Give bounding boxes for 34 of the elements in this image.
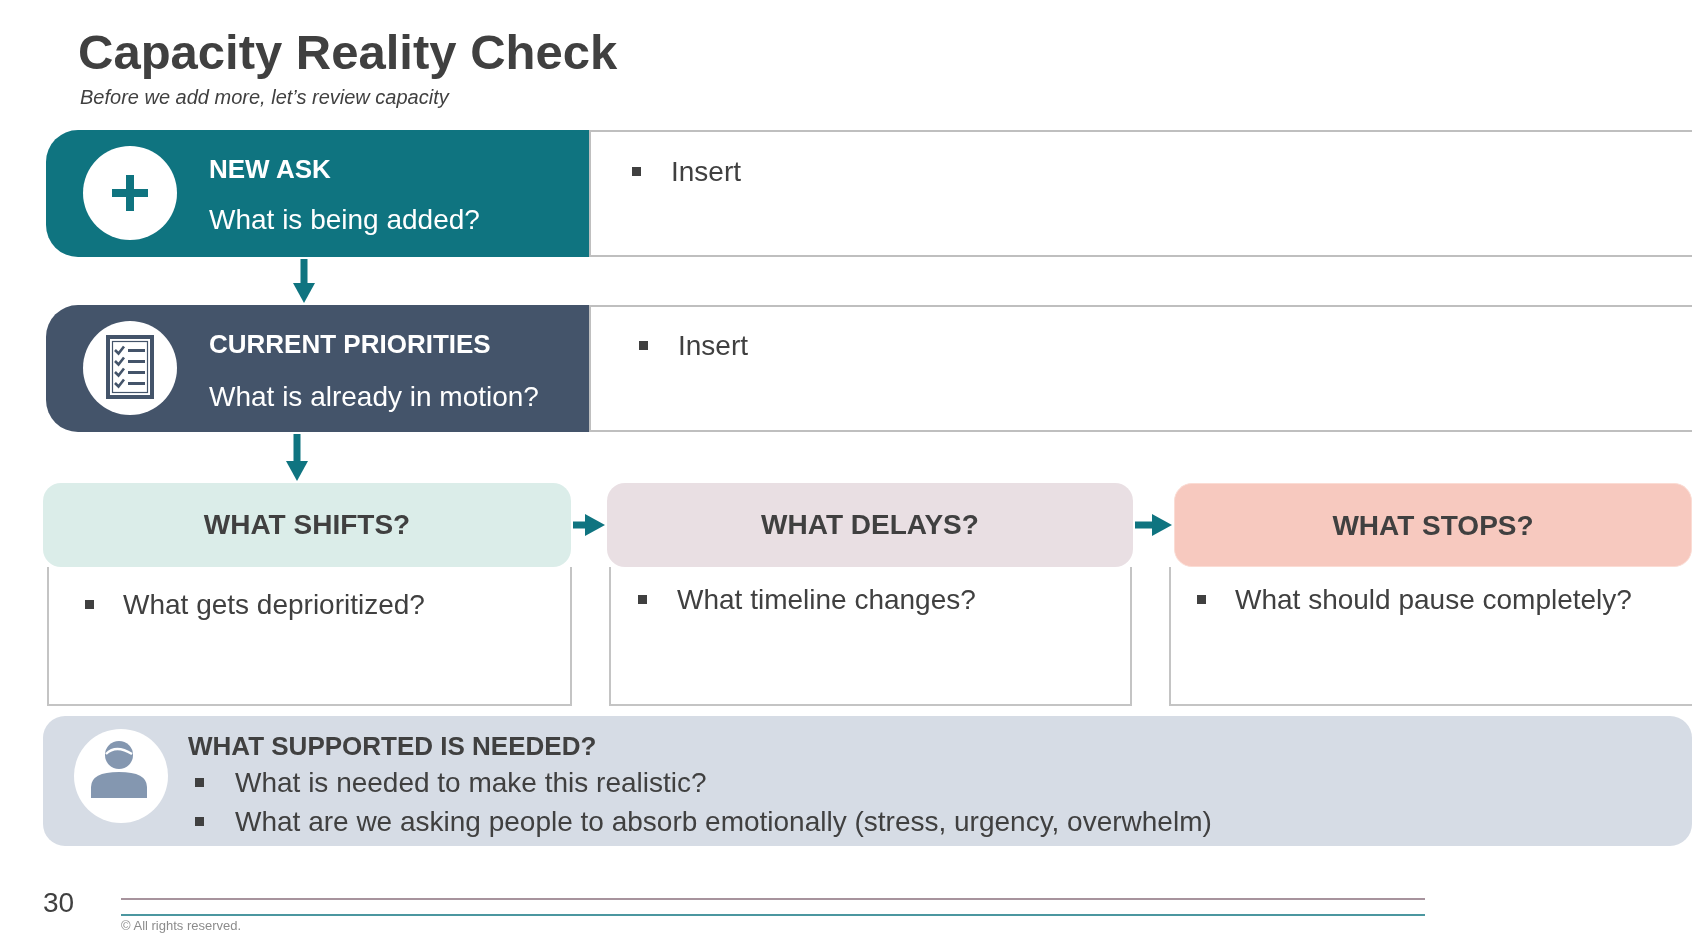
slide-subtitle: Before we add more, let’s review capacity: [80, 85, 449, 109]
column-heading: WHAT DELAYS?: [761, 508, 979, 542]
notes-box: [589, 305, 1692, 432]
step-box: [46, 130, 589, 257]
bullet-text: Insert: [678, 329, 749, 363]
bullet-text: What is needed to make this realistic?: [235, 766, 707, 800]
support-panel: [43, 716, 1692, 846]
notes-box: [589, 130, 1692, 257]
bullet-text: What gets deprioritized?: [123, 588, 425, 622]
column-header: [607, 483, 1133, 567]
column-header: [1174, 483, 1692, 567]
notes-box: [47, 567, 572, 706]
step-box: [46, 305, 589, 432]
panel-heading: WHAT SUPPORTED IS NEEDED?: [188, 731, 597, 763]
bullet-text: What should pause completely?: [1235, 583, 1632, 617]
step-title: NEW ASK: [209, 154, 331, 186]
bullet-text: Insert: [671, 155, 742, 189]
arrow: [573, 514, 605, 536]
step-title: CURRENT PRIORITIES: [209, 329, 491, 361]
page-number: 30: [43, 886, 75, 920]
arrow: [1135, 514, 1172, 536]
arrow: [286, 434, 308, 481]
notes-box: [609, 567, 1132, 706]
step-question: What is already in motion?: [209, 380, 539, 414]
column-heading: WHAT SHIFTS?: [203, 508, 411, 542]
slide-title: Capacity Reality Check: [78, 24, 618, 81]
bullet-text: What timeline changes?: [677, 583, 976, 617]
column-heading: WHAT STOPS?: [1332, 509, 1534, 543]
bullet-text: What are we asking people to absorb emotionally (stress, urgency, overwhelm): [235, 805, 1212, 839]
column-header: [43, 483, 571, 567]
notes-box: [1169, 567, 1692, 706]
step-question: What is being added?: [209, 203, 480, 237]
copyright-text: © All rights reserved.: [121, 918, 242, 934]
arrow: [293, 259, 315, 303]
